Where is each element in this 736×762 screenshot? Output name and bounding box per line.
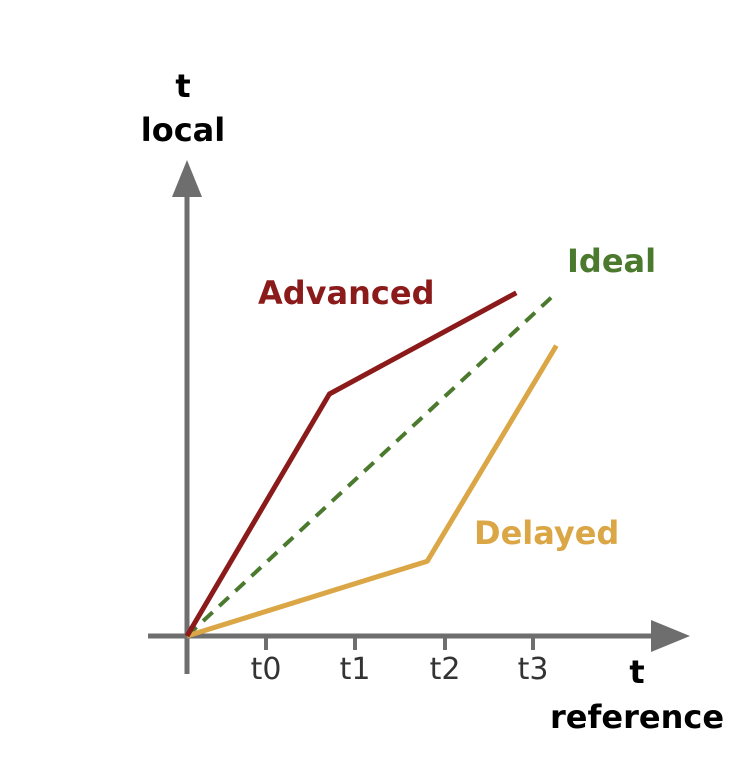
series-label-ideal: Ideal — [567, 242, 656, 280]
x-axis-title-t: t — [629, 653, 644, 691]
series-label-delayed: Delayed — [474, 514, 619, 552]
x-axis-arrowhead — [651, 620, 690, 652]
tick-label-t1: t1 — [340, 652, 371, 687]
tick-label-t3: t3 — [518, 652, 549, 687]
y-axis-title-local: local — [141, 111, 225, 149]
y-axis-arrowhead — [172, 160, 202, 197]
y-axis-title-t: t — [175, 67, 190, 105]
tick-label-t0: t0 — [251, 652, 282, 687]
series-line-advanced — [184, 290, 518, 638]
series-label-advanced: Advanced — [258, 274, 434, 312]
series-line-delayed — [186, 344, 559, 639]
tick-label-t2: t2 — [430, 652, 461, 687]
series-line-ideal — [185, 291, 558, 638]
x-axis-title-reference: reference — [550, 698, 724, 736]
